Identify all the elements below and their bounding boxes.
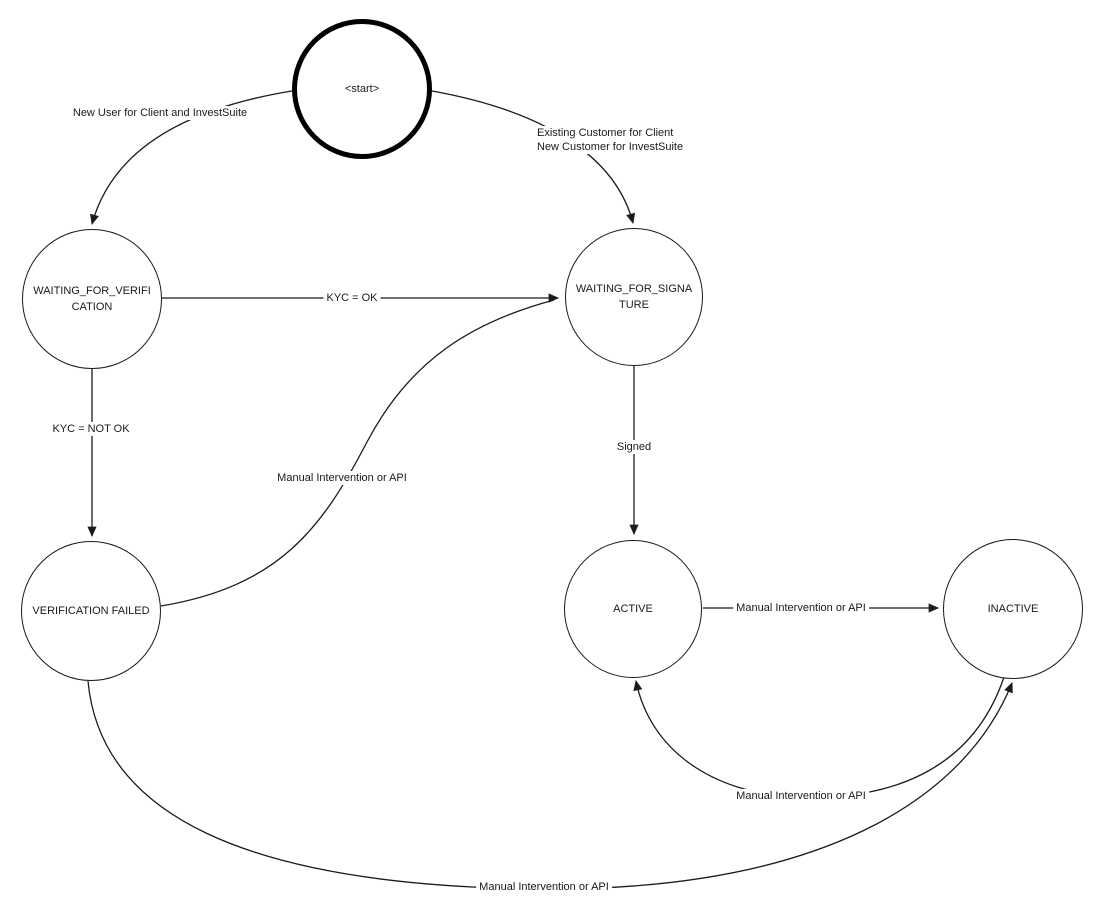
edge-label-manual-intervention-failed-to-inactive: Manual Intervention or API xyxy=(476,880,612,894)
state-node-start-label: <start> xyxy=(345,81,379,97)
edge-label-kyc-not-ok: KYC = NOT OK xyxy=(49,422,133,436)
state-node-verification-failed: VERIFICATION FAILED xyxy=(21,541,161,681)
edge-label-manual-intervention-failed-to-signature: Manual Intervention or API xyxy=(274,471,410,485)
state-node-verification-failed-label: VERIFICATION FAILED xyxy=(32,603,149,619)
state-node-active-label: ACTIVE xyxy=(613,601,653,617)
label-line: ACTIVE xyxy=(613,603,653,615)
edge-label-manual-intervention-active-to-inactive: Manual Intervention or API xyxy=(733,601,869,615)
label-line: CATION xyxy=(71,301,113,313)
label-line: WAITING_FOR_VERIFI xyxy=(33,285,151,297)
state-node-start-text: <start> xyxy=(344,83,380,95)
edge-verification-failed-to-inactive xyxy=(87,680,1013,890)
edge-label-kyc-ok: KYC = OK xyxy=(323,291,381,305)
state-node-waiting-for-signature: WAITING_FOR_SIGNA TURE xyxy=(565,228,703,366)
edge-verification-failed-to-waiting-for-signature xyxy=(160,299,555,607)
edge-label-signed: Signed xyxy=(613,440,655,454)
state-node-inactive: INACTIVE xyxy=(943,539,1083,679)
label-line: VERIFICATION FAILED xyxy=(32,605,150,617)
edge-inactive-to-active xyxy=(633,676,1005,799)
label-line: INACTIVE xyxy=(987,603,1039,615)
state-node-waiting-for-signature-label: WAITING_FOR_SIGNA TURE xyxy=(576,281,692,313)
edge-label-new-user: New User for Client and InvestSuite xyxy=(69,106,251,120)
label-line: Existing Customer for Client xyxy=(537,127,674,139)
label-line: TURE xyxy=(619,299,649,311)
state-node-active: ACTIVE xyxy=(564,540,702,678)
edge-label-existing-customer: Existing Customer for Client New Custome… xyxy=(534,126,687,154)
label-line: WAITING_FOR_SIGNA xyxy=(575,283,693,295)
edge-label-manual-intervention-inactive-to-active: Manual Intervention or API xyxy=(733,789,869,803)
edge-start-to-waiting-for-verification xyxy=(90,90,293,226)
edge-start-to-waiting-for-signature xyxy=(431,90,636,225)
state-node-inactive-label: INACTIVE xyxy=(988,601,1039,617)
state-node-waiting-for-verification: WAITING_FOR_VERIFI CATION xyxy=(22,229,162,369)
state-node-start: <start> xyxy=(292,19,432,159)
state-node-waiting-for-verification-label: WAITING_FOR_VERIFI CATION xyxy=(33,283,151,315)
label-line: New Customer for InvestSuite xyxy=(537,141,684,153)
